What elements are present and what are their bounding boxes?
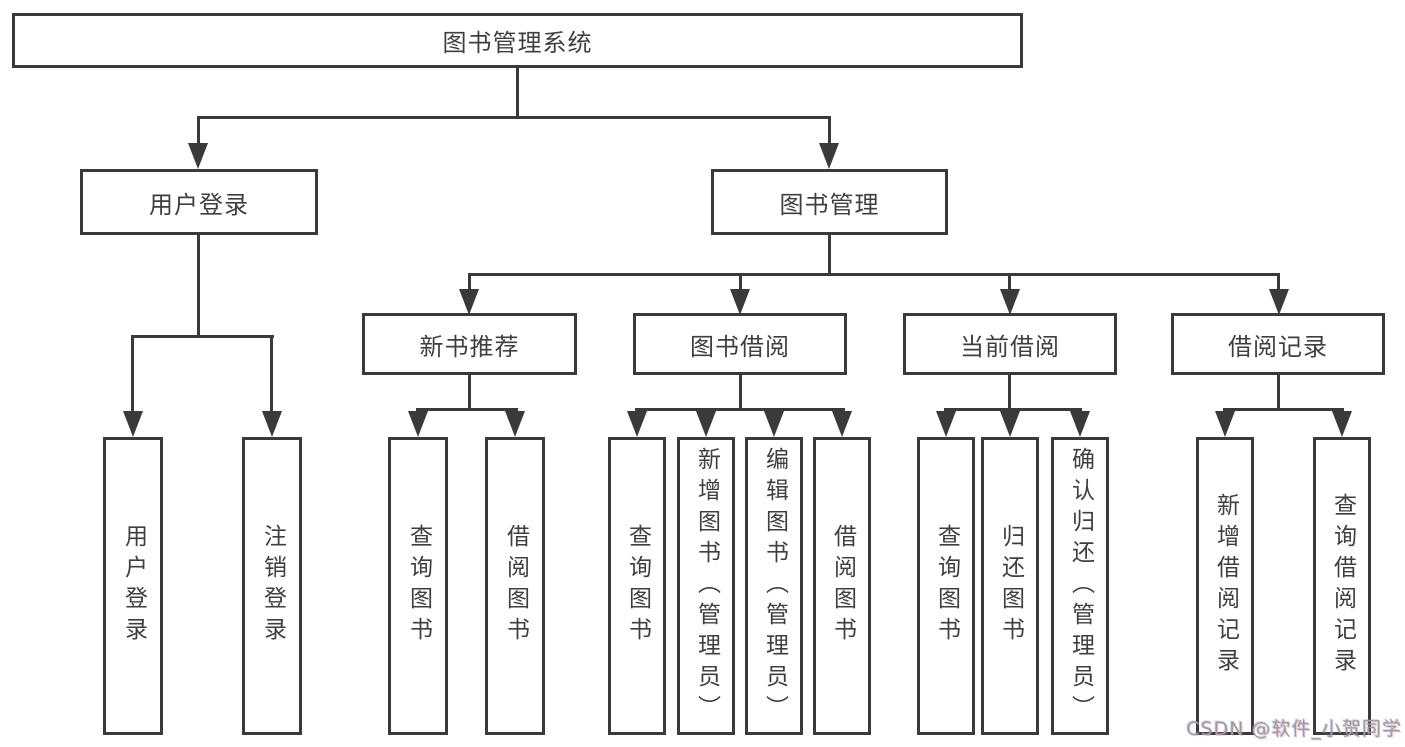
leaf-recommend-borrow-books: 借阅图书: [485, 437, 545, 735]
arrow-down: [1269, 289, 1289, 315]
leaf-borrowing-query-books: 查询图书: [608, 437, 666, 735]
connector-line: [131, 338, 134, 412]
connector-line: [635, 408, 845, 411]
connector-line: [468, 375, 471, 408]
connector-line: [468, 273, 1280, 276]
leaf-records-add-borrow-record: 新增借阅记录: [1196, 437, 1254, 735]
arrow-down: [1000, 289, 1020, 315]
node-label: 当前借阅: [960, 332, 1060, 361]
leaf-current-return-books: 归还图书: [981, 437, 1039, 735]
leaf-user-login: 用户登录: [103, 437, 163, 735]
connector-line: [828, 119, 831, 144]
connector-line: [944, 408, 1082, 411]
node-book-borrowing: 图书借阅: [633, 313, 847, 375]
leaf-borrowing-edit-book-admin: 编辑图书（管理员）: [745, 437, 803, 735]
node-book-management: 图书管理: [711, 169, 948, 235]
watermark: CSDN @软件_小贺同学: [1186, 718, 1402, 740]
arrow-down: [262, 411, 282, 437]
connector-line: [468, 276, 471, 290]
node-user-login: 用户登录: [80, 169, 318, 235]
leaf-logout: 注销登录: [242, 437, 302, 735]
connector-line: [270, 338, 273, 412]
arrow-down: [819, 143, 839, 169]
arrow-down: [123, 411, 143, 437]
node-label: 查询借阅记录: [1329, 493, 1356, 679]
arrow-down: [1000, 411, 1020, 437]
node-label: 新书推荐: [419, 332, 520, 361]
arrow-down: [505, 411, 525, 437]
connector-line: [197, 116, 831, 119]
node-label: 借阅记录: [1228, 332, 1328, 361]
connector-line: [1008, 276, 1011, 290]
node-label: 图书管理系统: [442, 29, 593, 57]
connector-line: [197, 235, 200, 335]
leaf-records-query-borrow-record: 查询借阅记录: [1313, 437, 1371, 735]
arrow-down: [1215, 411, 1235, 437]
connector-line: [1277, 375, 1280, 408]
arrow-down: [1070, 411, 1090, 437]
connector-line: [131, 335, 274, 338]
arrow-down: [188, 143, 208, 169]
node-label: 注销登录: [259, 524, 286, 648]
node-borrowing-records: 借阅记录: [1171, 313, 1385, 375]
leaf-current-query-books: 查询图书: [917, 437, 975, 735]
arrow-down: [408, 411, 428, 437]
connector-line: [197, 119, 200, 144]
node-label: 新增借阅记录: [1212, 493, 1239, 679]
leaf-recommend-query-books: 查询图书: [388, 437, 448, 735]
arrow-down: [696, 411, 716, 437]
node-label: 借阅图书: [502, 524, 529, 648]
node-label: 用户登录: [149, 190, 249, 219]
arrow-down: [936, 411, 956, 437]
node-label: 图书管理: [779, 190, 880, 219]
node-label: 图书借阅: [690, 332, 790, 361]
node-label: 确认归还（管理员）: [1067, 446, 1094, 726]
arrow-down: [832, 411, 852, 437]
connector-line: [416, 408, 518, 411]
leaf-borrowing-borrow-books: 借阅图书: [813, 437, 871, 735]
arrow-down: [764, 411, 784, 437]
node-label: 借阅图书: [829, 524, 856, 648]
node-current-borrowing: 当前借阅: [903, 313, 1117, 375]
node-label: 归还图书: [997, 524, 1024, 648]
node-label: 用户登录: [120, 524, 147, 648]
arrow-down: [627, 411, 647, 437]
arrow-down: [1332, 411, 1352, 437]
arrow-down: [730, 289, 750, 315]
leaf-borrowing-add-book-admin: 新增图书（管理员）: [677, 437, 735, 735]
connector-line: [1008, 375, 1011, 408]
node-label: 编辑图书（管理员）: [761, 446, 788, 726]
node-label: 查询图书: [933, 524, 960, 648]
node-library-management-system: 图书管理系统: [12, 13, 1023, 68]
connector-line: [739, 375, 742, 408]
connector-line: [516, 68, 519, 116]
arrow-down: [459, 289, 479, 315]
leaf-current-confirm-return-admin: 确认归还（管理员）: [1051, 437, 1109, 735]
node-new-book-recommendation: 新书推荐: [362, 313, 577, 375]
connector-line: [1277, 276, 1280, 290]
node-label: 新增图书（管理员）: [693, 446, 720, 726]
connector-line: [1223, 408, 1344, 411]
node-label: 查询图书: [624, 524, 651, 648]
connector-line: [828, 235, 831, 273]
node-label: 查询图书: [405, 524, 432, 648]
connector-line: [739, 276, 742, 290]
